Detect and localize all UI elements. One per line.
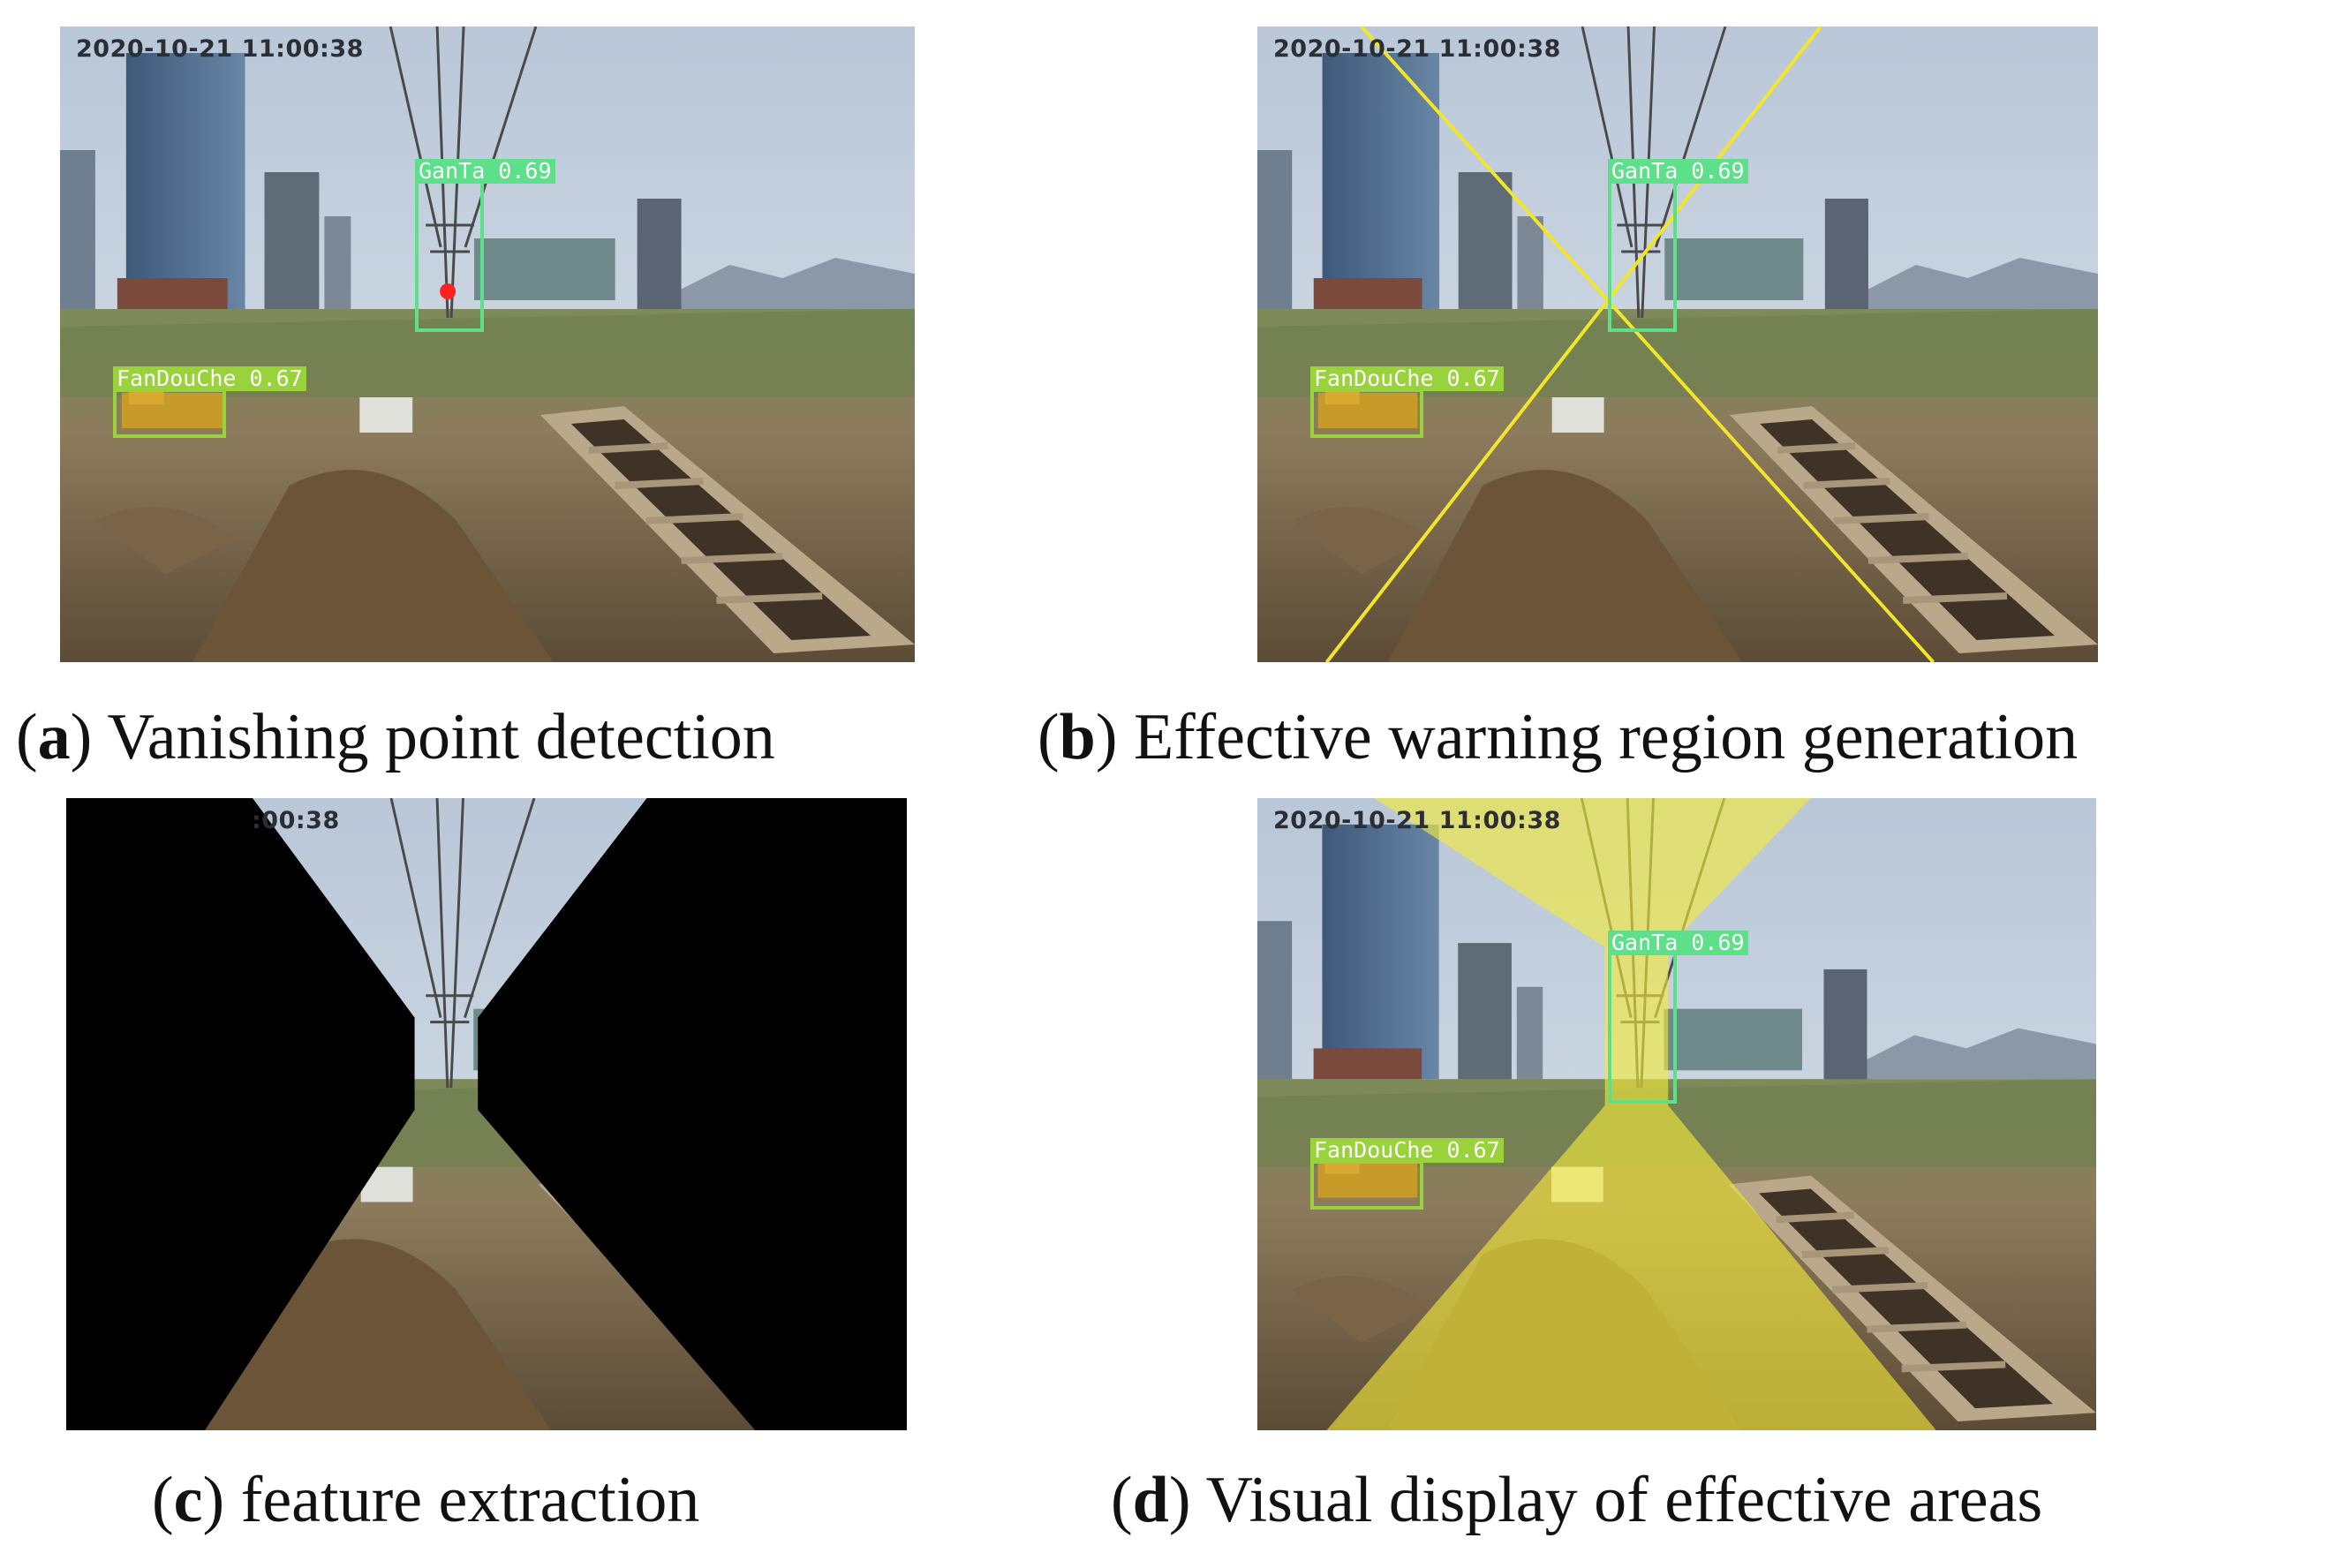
scene-photo-b <box>1257 26 2098 662</box>
detection-label-fandouche-b: FanDouChe 0.67 <box>1310 366 1504 391</box>
detection-box-fandouche-b <box>1310 388 1423 438</box>
caption-a: (a) Vanishing point detection <box>16 701 775 773</box>
timestamp-d: 2020-10-21 11:00:38 <box>1273 807 1561 834</box>
scene-photo-c <box>66 798 907 1430</box>
detection-label-fandouche-d: FanDouChe 0.67 <box>1310 1138 1504 1163</box>
detection-box-fandouche-a <box>113 388 226 438</box>
detection-label-ganta-d: GanTa 0.69 <box>1608 931 1748 955</box>
detection-label-fandouche-a: FanDouChe 0.67 <box>113 366 306 391</box>
detection-label-ganta-a: GanTa 0.69 <box>415 159 555 184</box>
detection-box-fandouche-d <box>1310 1160 1423 1210</box>
caption-b: (b) Effective warning region generation <box>1037 701 2079 773</box>
caption-d: (d) Visual display of effective areas <box>1111 1464 2043 1536</box>
scene-photo-d <box>1257 798 2096 1430</box>
panel-b: 2020-10-21 11:00:38 GanTa 0.69 FanDouChe… <box>1257 26 2098 662</box>
scene-photo-a <box>60 26 915 662</box>
detection-box-ganta-b <box>1608 177 1677 332</box>
panel-d: 2020-10-21 11:00:38 GanTa 0.69 FanDouChe… <box>1257 798 2096 1430</box>
warning-region-lines <box>1324 26 1935 662</box>
detection-box-ganta-d <box>1608 948 1677 1104</box>
vanishing-point-marker <box>440 283 456 299</box>
feature-mask <box>66 798 907 1430</box>
effective-area-overlay <box>1326 798 1936 1430</box>
detection-label-ganta-b: GanTa 0.69 <box>1608 159 1748 184</box>
timestamp-a: 2020-10-21 11:00:38 <box>76 35 364 63</box>
timestamp-c: :00:38 <box>252 807 340 834</box>
timestamp-b: 2020-10-21 11:00:38 <box>1273 35 1561 63</box>
detection-box-ganta-a <box>415 177 484 332</box>
panel-c: :00:38 <box>66 798 907 1430</box>
panel-a: 2020-10-21 11:00:38 GanTa 0.69 FanDouChe… <box>60 26 915 662</box>
caption-c: (c) feature extraction <box>152 1464 700 1536</box>
